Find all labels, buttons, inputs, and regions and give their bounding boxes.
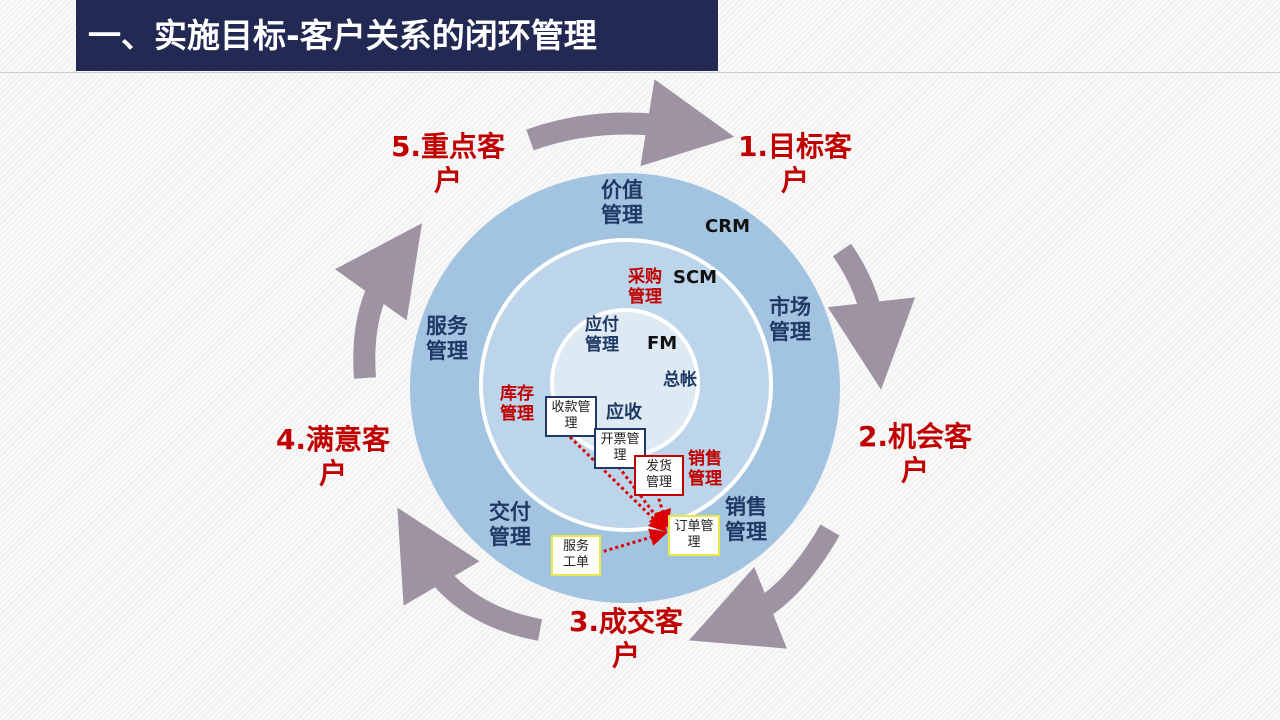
scm-inventory: 库存管理 xyxy=(500,384,534,425)
stage-3: 3.成交客户 xyxy=(568,605,684,672)
crm-sales: 销售管理 xyxy=(725,495,767,545)
crm-service: 服务管理 xyxy=(426,314,468,364)
box-shipping: 发货管理 xyxy=(634,455,684,496)
crm-delivery: 交付管理 xyxy=(489,500,531,550)
fm-ledger: 总帐 xyxy=(663,370,697,390)
scm-label: SCM xyxy=(673,267,718,288)
box-receipt: 收款管理 xyxy=(545,396,597,437)
arrow-4-to-5 xyxy=(335,223,422,379)
crm-label: CRM xyxy=(705,216,750,237)
scm-sales: 销售管理 xyxy=(688,449,722,490)
page-title: 一、实施目标-客户关系的闭环管理 xyxy=(76,0,718,71)
stage-2: 2.机会客户 xyxy=(857,420,973,487)
link-invoice-order xyxy=(613,461,667,531)
arrow-2-to-3 xyxy=(688,524,840,649)
divider xyxy=(0,72,1280,73)
box-service-ticket: 服务工单 xyxy=(551,535,601,576)
box-order: 订单管理 xyxy=(668,515,720,556)
arrow-1-to-2 xyxy=(827,243,916,390)
stage-4: 4.满意客户 xyxy=(275,423,391,490)
fm-label: FM xyxy=(647,333,678,354)
arrow-5-to-1 xyxy=(526,79,735,167)
crm-market: 市场管理 xyxy=(769,295,811,345)
scm-purchase: 采购管理 xyxy=(628,267,662,308)
crm-value: 价值管理 xyxy=(601,178,643,228)
stage-1: 1.目标客户 xyxy=(737,130,853,197)
stage-5: 5.重点客户 xyxy=(390,130,506,197)
fm-payable: 应付管理 xyxy=(585,315,619,356)
fm-receivable: 应收 xyxy=(606,402,642,423)
arrow-3-to-4 xyxy=(397,507,543,641)
